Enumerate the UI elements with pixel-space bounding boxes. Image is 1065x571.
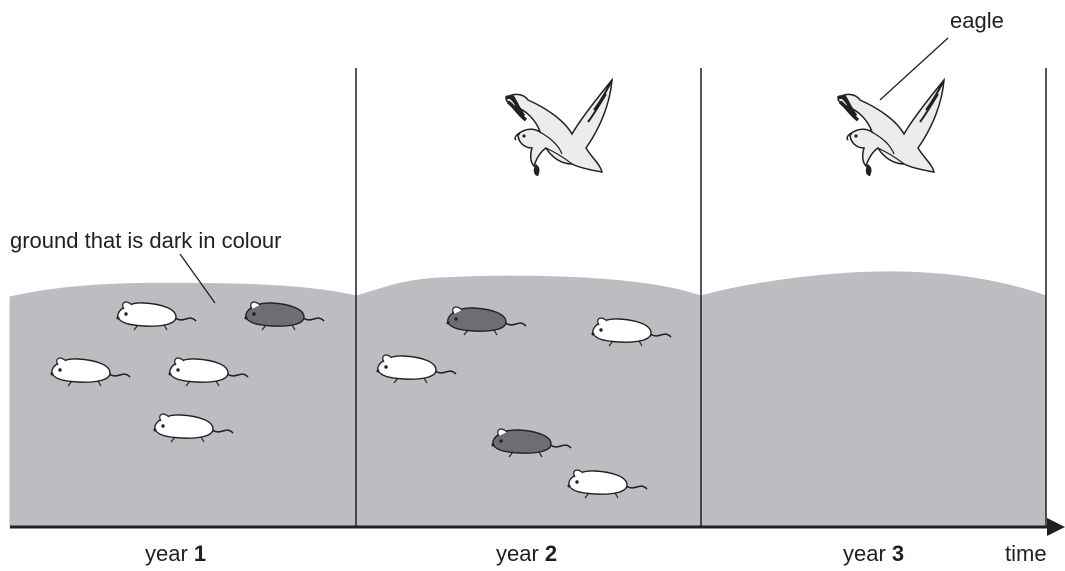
time-label: time: [1005, 543, 1047, 565]
ground-panel-year-2: [356, 276, 701, 528]
eagle-icon: [838, 80, 944, 176]
year-3-label: year 3: [843, 543, 904, 565]
year-1-label: year 1: [145, 543, 206, 565]
ground-label: ground that is dark in colour: [10, 230, 282, 252]
eagle-label: eagle: [950, 10, 1004, 32]
year-2-label: year 2: [496, 543, 557, 565]
eagle-icon: [506, 80, 612, 176]
ground-panel-year-3: [701, 272, 1046, 528]
